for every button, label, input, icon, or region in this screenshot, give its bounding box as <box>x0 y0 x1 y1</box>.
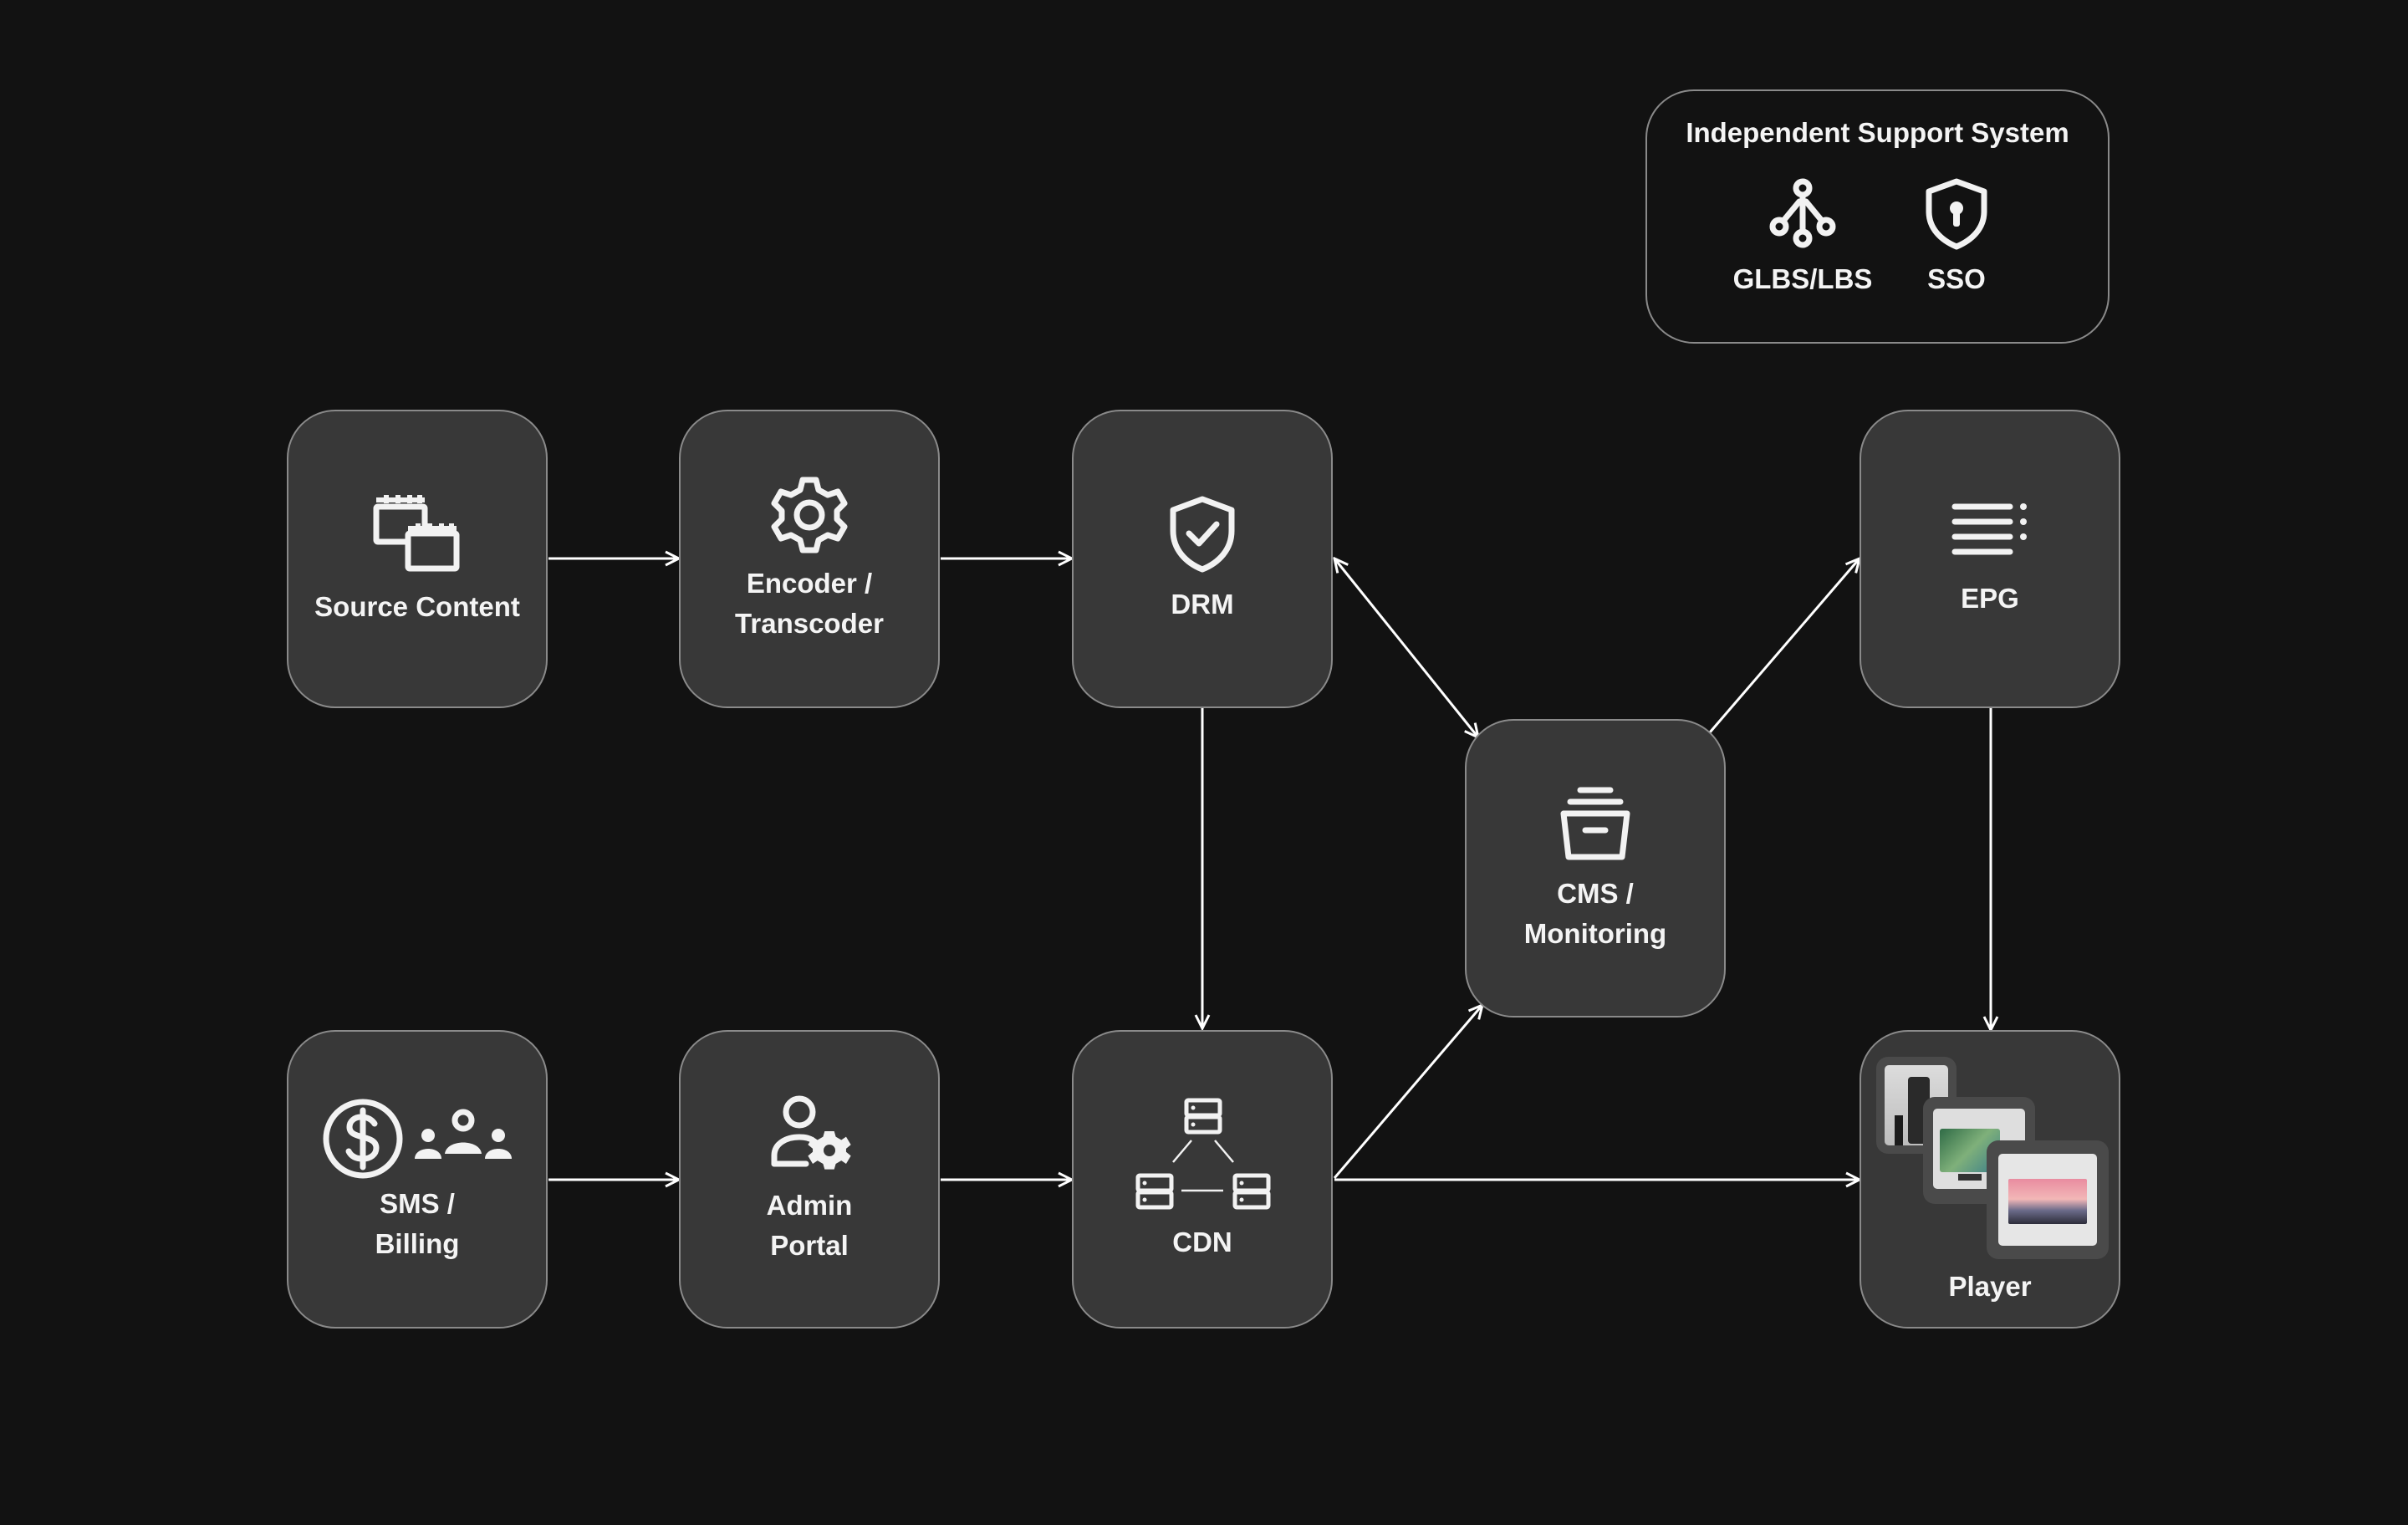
node-player[interactable]: Player <box>1860 1030 2120 1329</box>
node-label-line1: Source Content <box>314 590 520 622</box>
node-cms-monitoring[interactable]: CMS / Monitoring <box>1465 719 1726 1018</box>
tv-device-icon <box>1987 1140 2109 1259</box>
archive-box-icon <box>1555 783 1635 864</box>
node-encoder-transcoder[interactable]: Encoder / Transcoder <box>679 410 940 708</box>
support-item-label: SSO <box>1927 263 1986 294</box>
node-admin-portal[interactable]: Admin Portal <box>679 1030 940 1329</box>
support-item-sso: SSO <box>1873 176 2040 298</box>
shield-keyhole-icon <box>1919 176 1994 256</box>
edge-cms-to-epg <box>1708 558 1860 733</box>
independent-support-system-panel: Independent Support System GLBS/LBS SSO <box>1645 89 2110 344</box>
node-drm[interactable]: DRM <box>1072 410 1333 708</box>
node-label-line1: DRM <box>1171 588 1234 620</box>
node-label-line1: Player <box>1948 1271 2032 1302</box>
support-system-title: Independent Support System <box>1686 117 2069 148</box>
node-label-line2: Billing <box>375 1227 460 1259</box>
devices-icon <box>1861 1032 2122 1283</box>
node-label-line1: EPG <box>1961 582 2019 614</box>
gear-icon <box>769 475 849 555</box>
node-label-line1: CDN <box>1172 1226 1232 1257</box>
network-hierarchy-icon <box>1765 176 1840 256</box>
user-gear-icon <box>766 1094 853 1174</box>
node-epg[interactable]: EPG <box>1860 410 2120 708</box>
support-item-label: GLBS/LBS <box>1732 263 1873 294</box>
shield-check-icon <box>1165 494 1240 574</box>
node-label-line1: CMS / <box>1557 877 1634 909</box>
node-sms-billing[interactable]: SMS / Billing <box>287 1030 548 1329</box>
node-source-content[interactable]: Source Content <box>287 410 548 708</box>
clapperboard-icon <box>371 492 463 575</box>
node-label-line1: Encoder / <box>746 567 873 599</box>
edge-cdn-to-cms <box>1333 1005 1482 1179</box>
edge-drm-to-cms <box>1334 558 1478 737</box>
support-item-glbs-lbs: GLBS/LBS <box>1719 176 1886 298</box>
node-label-line2: Transcoder <box>735 607 884 639</box>
node-label-line2: Monitoring <box>1523 917 1667 949</box>
server-network-icon <box>1131 1097 1273 1222</box>
node-cdn[interactable]: CDN <box>1072 1030 1333 1329</box>
node-label-line1: SMS / <box>380 1187 455 1219</box>
node-label-line2: Portal <box>770 1229 849 1261</box>
list-icon <box>1950 500 2030 558</box>
node-label-line1: Admin <box>766 1189 853 1221</box>
dollar-users-icon <box>321 1095 513 1182</box>
